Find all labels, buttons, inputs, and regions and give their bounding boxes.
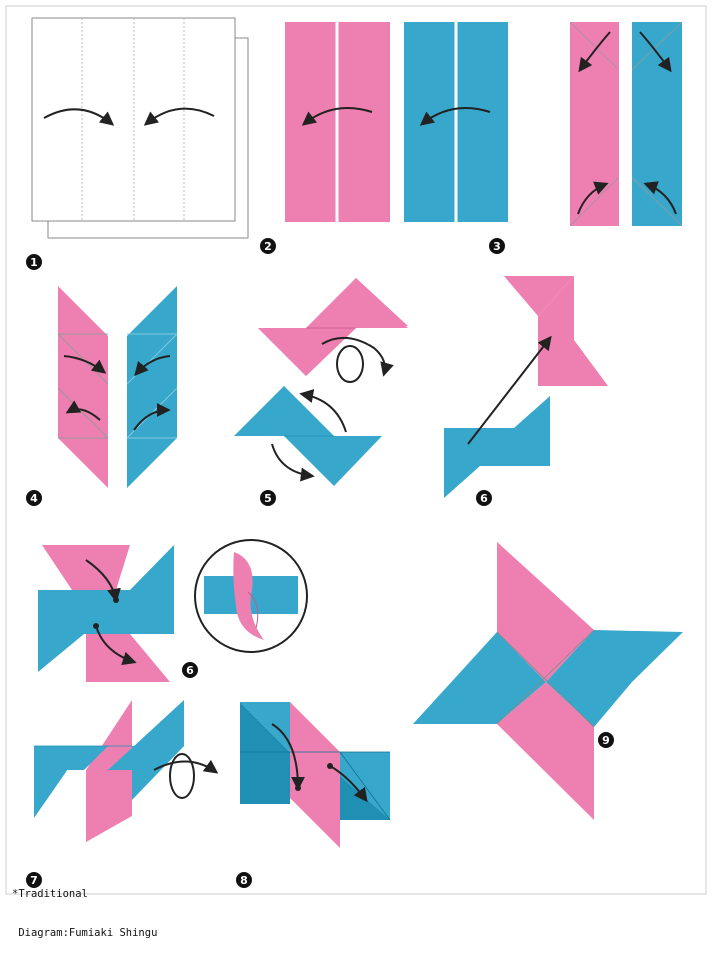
step-number: 4 [30,492,38,505]
blue-bowtie [444,428,550,466]
credit: *Traditional Diagram:Fumiaki Shingu [12,862,157,953]
step-number: 6 [186,664,194,677]
step-6-figure [444,276,608,498]
blue-parallelogram [127,286,177,488]
step-badge-6: 6 [476,490,492,506]
step-number: 2 [264,240,272,253]
step-badge-3: 3 [489,238,505,254]
turn-over-loop [337,346,363,382]
step-7-figure [34,700,216,842]
step-number: 3 [493,240,501,253]
step-number: 9 [602,734,610,747]
step-3-figure [570,22,682,226]
pink-strip [570,22,619,226]
credit-line-1: *Traditional [12,888,157,901]
step-9-figure [413,542,683,820]
step-badge-5: 5 [260,490,276,506]
credit-line-2: Diagram:Fumiaki Shingu [12,927,157,940]
step-8-figure [240,702,390,848]
step-2-figure [285,22,508,222]
step-5-figure [234,278,408,486]
blue-left [38,590,174,634]
blue-piece [234,386,334,436]
step-number: 1 [30,256,38,269]
detail-magnifier [195,540,307,652]
step-number: 8 [240,874,248,887]
pink-bottom [86,634,170,682]
step-number: 6 [480,492,488,505]
step-badge-1: 1 [26,254,42,270]
step-1-figure [32,18,248,238]
step-badge-9: 8 [236,872,252,888]
step-4-figure [58,286,177,488]
step-badge-10: 9 [598,732,614,748]
pink-parallelogram [58,286,108,488]
step-badge-2: 2 [260,238,276,254]
step-6b-figure [38,545,174,682]
step-badge-4: 4 [26,490,42,506]
pink-top [42,545,130,590]
step-number: 5 [264,492,272,505]
step-badge-7: 6 [182,662,198,678]
